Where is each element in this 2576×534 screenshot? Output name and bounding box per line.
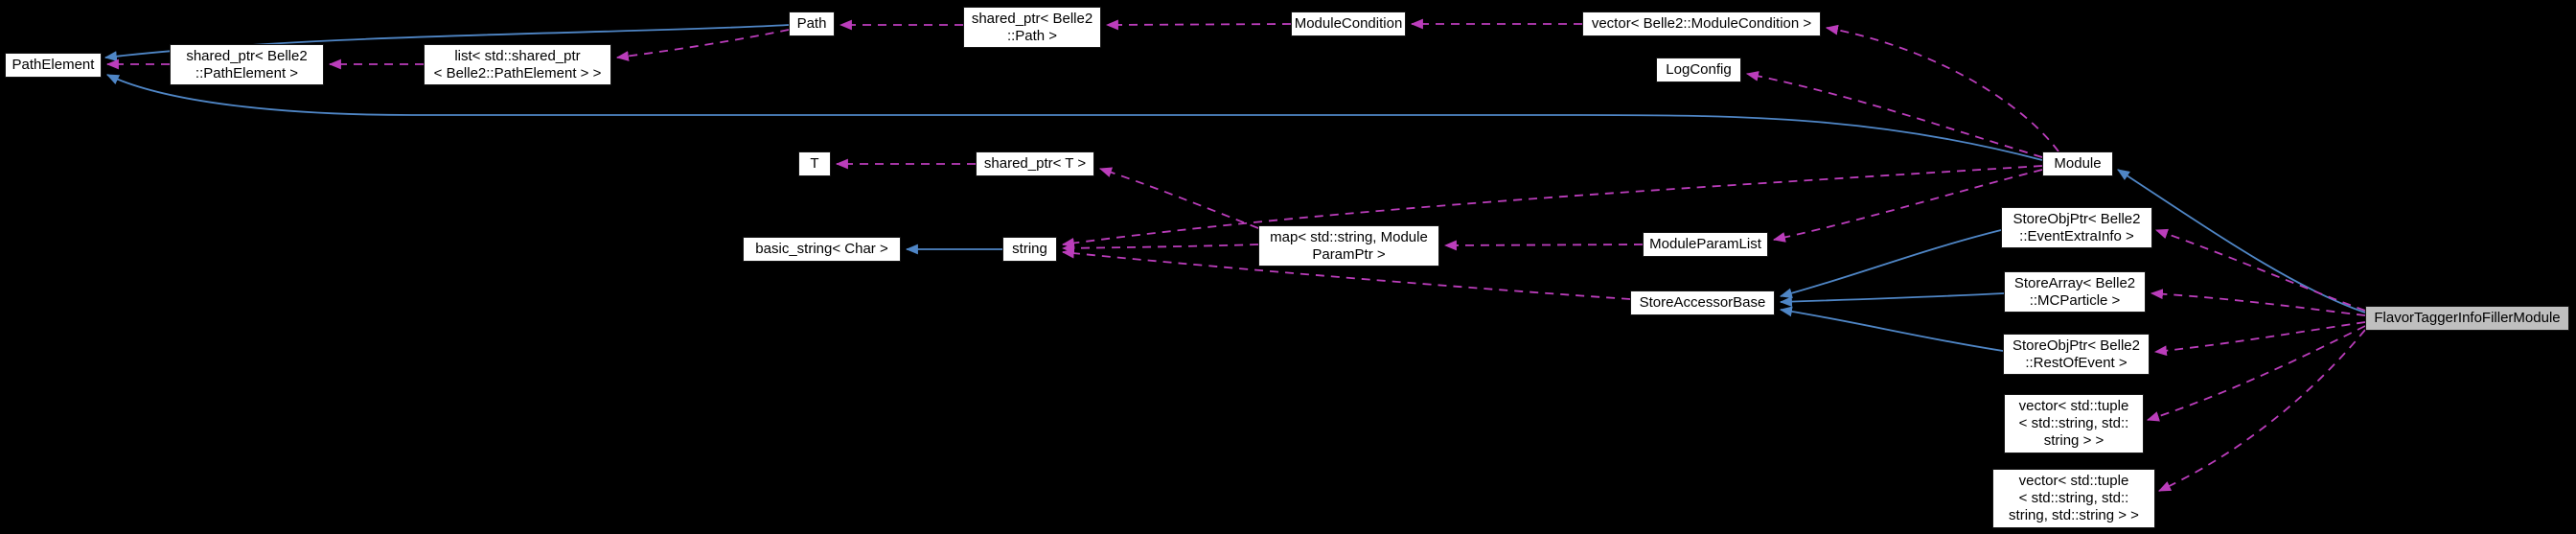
node-moduleparamlist[interactable]: ModuleParamList — [1643, 232, 1768, 257]
node-list-std-shared-ptr-pathelement[interactable]: list< std::shared_ptr < Belle2::PathElem… — [424, 44, 611, 85]
node-label: FlavorTaggerInfoFillerModule — [2374, 310, 2561, 326]
node-storeobjptr-restofevent[interactable]: StoreObjPtr< Belle2 ::RestOfEvent > — [2003, 334, 2150, 375]
node-label: basic_string< Char > — [755, 241, 888, 257]
node-shared-ptr-belle2-path[interactable]: shared_ptr< Belle2 ::Path > — [963, 7, 1101, 48]
node-label: list< std::shared_ptr < Belle2::PathElem… — [433, 47, 602, 81]
node-vector-tuple-string-string-string[interactable]: vector< std::tuple < std::string, std:: … — [1992, 469, 2155, 528]
node-label: vector< std::tuple < std::string, std:: … — [2009, 473, 2139, 523]
edge-flavortagger-to-eventextrainfo — [2154, 228, 2366, 312]
node-module[interactable]: Module — [2042, 151, 2113, 176]
edge-moduleparamlist-to-map — [1443, 240, 1644, 251]
node-storearray-mcparticle[interactable]: StoreArray< Belle2 ::MCParticle > — [2004, 271, 2146, 313]
edge-module-to-moduleparamlist — [1772, 169, 2043, 243]
edge-flavortagger-to-restofevent — [2153, 321, 2366, 357]
node-label: LogConfig — [1666, 61, 1732, 78]
node-storeobjptr-eventextrainfo[interactable]: StoreObjPtr< Belle2 ::EventExtraInfo > — [2001, 207, 2152, 248]
node-shared-ptr-t[interactable]: shared_ptr< T > — [976, 151, 1094, 176]
node-vector-tuple-string-string[interactable]: vector< std::tuple < std::string, std:: … — [2004, 394, 2144, 453]
node-label: ModuleParamList — [1649, 236, 1761, 252]
node-label: map< std::string, Module ParamPtr > — [1270, 228, 1428, 263]
node-modulecondition[interactable]: ModuleCondition — [1291, 12, 1406, 36]
node-label: vector< std::tuple < std::string, std:: … — [2018, 398, 2129, 449]
node-label: StoreObjPtr< Belle2 ::EventExtraInfo > — [2012, 210, 2141, 244]
edge-flavortagger-to-vectortuple2 — [2146, 325, 2366, 422]
edge-mcparticle-to-storeaccessorbase — [1779, 292, 2005, 308]
edge-modulecondition-to-sharedptrpath — [1105, 19, 1292, 31]
node-flavortaggerinfofillermodule[interactable]: FlavorTaggerInfoFillerModule — [2365, 306, 2569, 331]
node-label: StoreAccessorBase — [1639, 294, 1766, 311]
edge-module-to-string — [1061, 165, 2043, 248]
node-label: StoreObjPtr< Belle2 ::RestOfEvent > — [2012, 337, 2140, 371]
node-logconfig[interactable]: LogConfig — [1656, 58, 1741, 82]
node-storeaccessorbase[interactable]: StoreAccessorBase — [1630, 290, 1775, 315]
node-t[interactable]: T — [798, 151, 831, 176]
node-basic-string-char[interactable]: basic_string< Char > — [743, 237, 901, 262]
edge-map-to-sharedptrt — [1098, 167, 1259, 229]
edge-storeaccessorbase-to-string — [1061, 247, 1631, 300]
node-pathelement[interactable]: PathElement — [5, 53, 102, 78]
node-label: PathElement — [12, 57, 95, 73]
node-label: shared_ptr< Belle2 ::PathElement > — [186, 47, 308, 81]
edge-eventextrainfo-to-storeaccessorbase — [1779, 229, 2002, 299]
edge-map-to-string — [1061, 243, 1259, 254]
edge-module-to-logconfig — [1745, 71, 2043, 158]
edge-path-to-list — [615, 29, 790, 61]
node-map-std-string-moduleparamptr[interactable]: map< std::string, Module ParamPtr > — [1258, 225, 1439, 267]
edge-flavortagger-to-vectortuple3 — [2158, 329, 2366, 492]
node-path[interactable]: Path — [789, 12, 835, 36]
edge-module-to-pathelement — [106, 74, 2043, 161]
edge-module-to-vectormodulecondition — [1825, 24, 2059, 152]
node-label: vector< Belle2::ModuleCondition > — [1591, 15, 1812, 32]
node-label: Path — [796, 15, 827, 32]
edge-flavortagger-to-module — [2117, 169, 2366, 313]
node-label: string — [1012, 241, 1047, 257]
node-label: StoreArray< Belle2 ::MCParticle > — [2013, 274, 2136, 309]
edge-restofevent-to-storeaccessorbase — [1779, 306, 2004, 352]
node-label: ModuleCondition — [1294, 15, 1403, 32]
node-vector-belle2-modulecondition[interactable]: vector< Belle2::ModuleCondition > — [1582, 12, 1821, 36]
node-string[interactable]: string — [1002, 237, 1057, 262]
node-shared-ptr-belle2-pathelement[interactable]: shared_ptr< Belle2 ::PathElement > — [170, 44, 324, 85]
node-label: Module — [2054, 155, 2102, 172]
edge-flavortagger-to-mcparticle — [2150, 289, 2366, 316]
node-label: shared_ptr< Belle2 ::Path > — [971, 10, 1093, 44]
node-label: shared_ptr< T > — [983, 155, 1087, 172]
node-label: T — [810, 155, 819, 172]
